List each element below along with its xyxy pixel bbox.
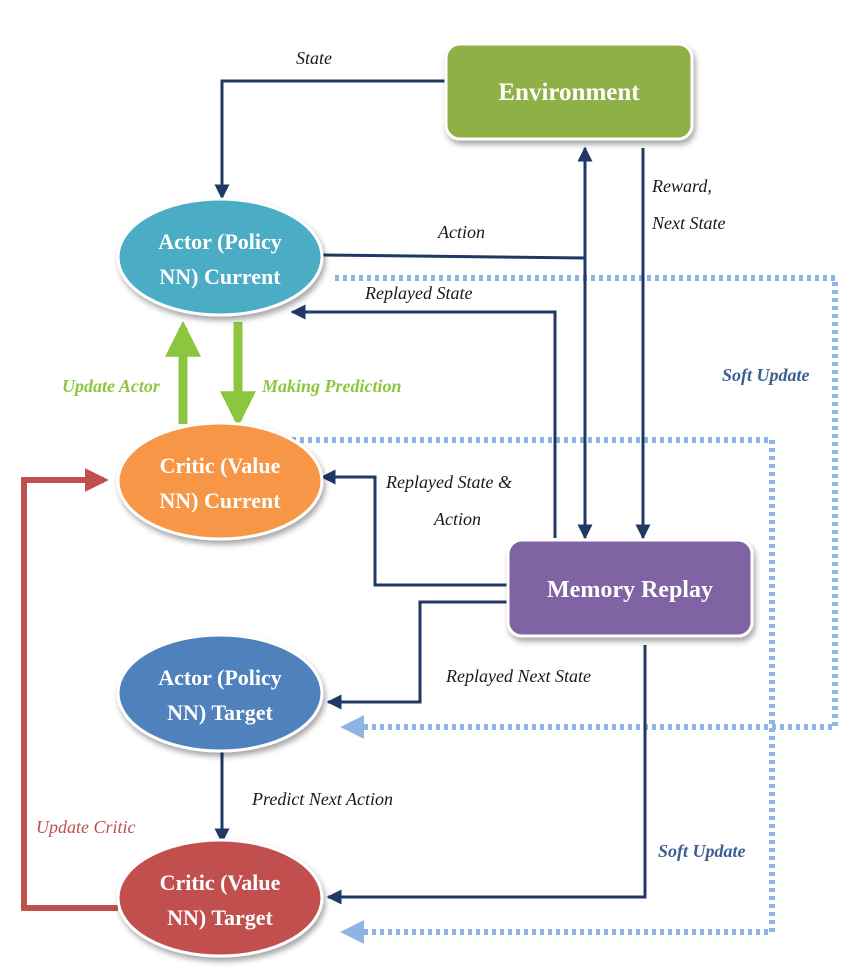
next-state-label: Next State [651, 213, 725, 233]
replayed-state-action-arrow [320, 469, 508, 587]
critic-target-node [116, 838, 324, 958]
memory-replay-label: Memory Replay [547, 577, 713, 603]
soft-update-label-1: Soft Update [722, 365, 810, 385]
reward-label: Reward, [651, 176, 712, 196]
action-label: Action [437, 222, 485, 242]
replayed-next-state-label: Replayed Next State [445, 666, 591, 686]
replayed-state-label: Replayed State [364, 283, 472, 303]
update-critic-label: Update Critic [36, 817, 136, 837]
environment-node [444, 42, 694, 141]
state-arrow [214, 79, 446, 200]
update-critic-arrow [21, 468, 118, 911]
critic-current-label-2: NN) Current [159, 488, 281, 513]
critic-target-label-1: Critic (Value [160, 870, 281, 895]
replayed-next-state-arrow [326, 600, 508, 710]
memory-to-critic-target-arrow [326, 645, 647, 905]
replayed-state-action-label-2: Action [433, 509, 481, 529]
soft-update-critic-connector [292, 437, 775, 944]
actor-target-label-1: Actor (Policy [158, 665, 282, 690]
replayed-state-action-label-1: Replayed State & [385, 472, 512, 492]
replayed-state-arrow [290, 304, 557, 538]
update-actor-label: Update Actor [62, 376, 161, 396]
actor-current-node [116, 197, 324, 317]
actor-target-label-2: NN) Target [167, 700, 273, 725]
predict-next-action-label: Predict Next Action [251, 789, 393, 809]
actor-current-label-2: NN) Current [159, 264, 281, 289]
action-line [321, 253, 586, 260]
critic-current-node [116, 421, 324, 541]
soft-update-label-2: Soft Update [658, 841, 746, 861]
environment-label: Environment [498, 79, 640, 106]
memory-replay-node [506, 538, 754, 638]
actor-target-node [116, 633, 324, 753]
state-label: State [296, 48, 332, 68]
critic-current-label-1: Critic (Value [160, 453, 281, 478]
making-prediction-label: Making Prediction [261, 376, 402, 396]
actor-current-label-1: Actor (Policy [158, 229, 282, 254]
critic-target-label-2: NN) Target [167, 905, 273, 930]
